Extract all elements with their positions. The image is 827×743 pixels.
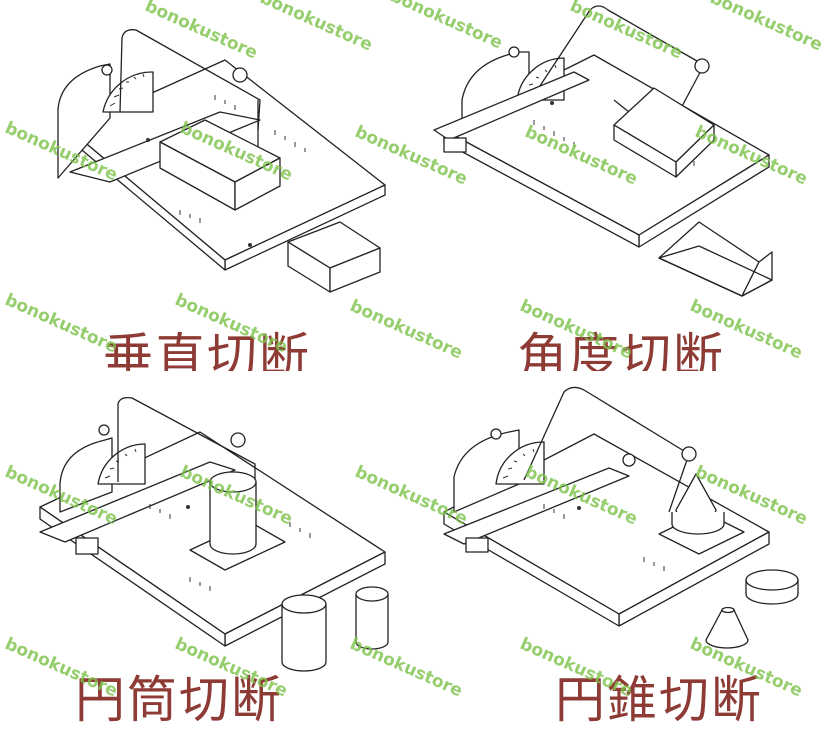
- knob: [232, 67, 248, 83]
- caption-cone-cut: 円錐切断: [555, 671, 763, 729]
- fence: [433, 71, 590, 141]
- wire-frame: [119, 29, 261, 131]
- panel-angle-cut: 角度切断: [414, 0, 827, 371]
- caption-cylinder-cut: 円筒切断: [75, 671, 283, 729]
- protractor: [97, 443, 146, 485]
- clamp: [75, 537, 99, 555]
- protractor: [495, 441, 545, 485]
- cut-piece-side: [329, 247, 381, 293]
- cylinder-cut-illustration: [39, 396, 389, 672]
- knob: [681, 446, 697, 462]
- angle-cut-illustration: [433, 5, 773, 297]
- rear-arch: [59, 437, 113, 513]
- knob: [230, 432, 246, 448]
- rear-arch: [453, 429, 520, 513]
- wire-frame: [531, 5, 705, 141]
- caption-angle-cut: 角度切断: [517, 328, 725, 371]
- caption-vertical-cut: 垂直切断: [103, 328, 311, 371]
- ruler-marks: [543, 504, 665, 571]
- fence: [443, 467, 630, 545]
- workpiece-cylinder: [209, 482, 257, 555]
- cut-piece-base: [658, 245, 773, 297]
- fence: [39, 461, 236, 543]
- protractor: [102, 71, 154, 113]
- wire-frame: [117, 396, 256, 532]
- workpiece-front: [613, 124, 677, 178]
- vertical-cut-illustration: [57, 29, 386, 293]
- knob: [694, 58, 710, 74]
- panel-cone-cut: 円錐切断: [414, 372, 827, 743]
- ruler-marks: [179, 95, 306, 223]
- cone-cut-illustration: [443, 386, 799, 649]
- clamp: [443, 137, 467, 153]
- panel-cylinder-cut: 円筒切断: [0, 372, 413, 743]
- cut-cylinder-large: [281, 604, 327, 672]
- rear-arch: [461, 51, 530, 129]
- wire-frame: [523, 386, 690, 513]
- workpiece-side: [234, 157, 281, 211]
- cut-cylinder-small: [355, 594, 389, 650]
- protractor-ticks: [502, 448, 535, 479]
- ruler-marks: [149, 504, 311, 591]
- clamp: [465, 537, 489, 553]
- cut-piece-top: [658, 221, 760, 297]
- panel-vertical-cut: 垂直切断: [0, 0, 413, 371]
- cut-cone: [705, 609, 749, 649]
